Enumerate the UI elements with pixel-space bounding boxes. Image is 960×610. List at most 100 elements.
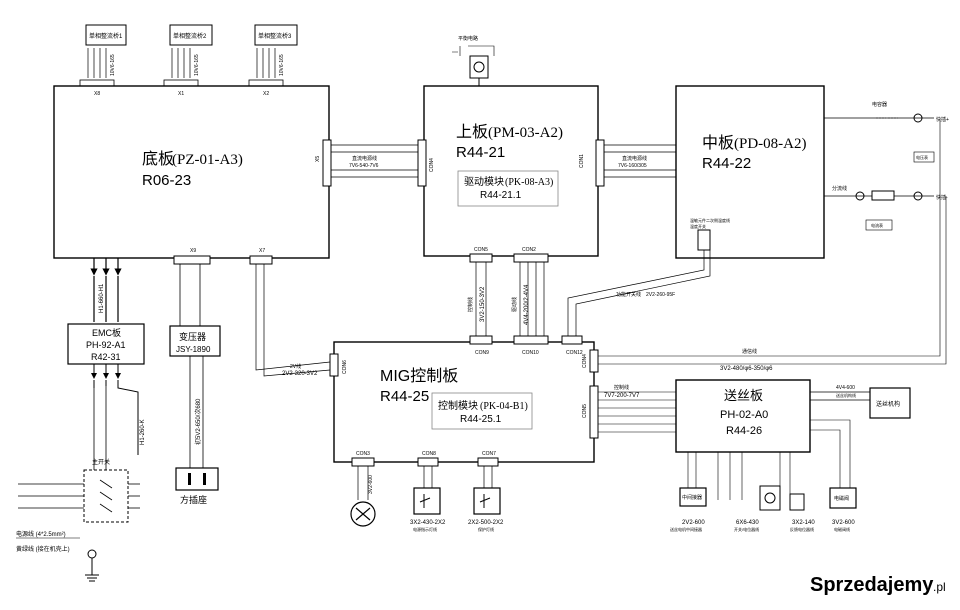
wire-dc2-a: 直流电源线 bbox=[622, 155, 647, 162]
watermark-suffix: .pl bbox=[933, 580, 946, 594]
cap-label: 送丝电机中间接器 bbox=[670, 526, 702, 532]
shunt-label: 分流线 bbox=[832, 185, 847, 192]
svg-text:单相整流桥3: 单相整流桥3 bbox=[258, 32, 292, 40]
pot1-label: 电源指示灯线 bbox=[413, 526, 437, 532]
upper-board-name: 上板 bbox=[456, 123, 488, 141]
wires-wirefeed-bottom bbox=[687, 419, 851, 508]
drive-module-name: 驱动模块 bbox=[464, 176, 504, 188]
svg-text:10V6-165: 10V6-165 bbox=[110, 54, 116, 76]
conn-con7: CON7 bbox=[482, 451, 496, 457]
mig-board-name: MIG控制板 bbox=[380, 367, 458, 385]
voltmeter-label: 电压表 bbox=[916, 154, 928, 160]
conn-con8-block bbox=[417, 457, 439, 467]
upper-board-code: (PM-03-A2) bbox=[488, 125, 563, 141]
drive-module bbox=[457, 170, 559, 207]
wire-dc1-a: 直流电源线 bbox=[352, 155, 377, 162]
base-board-code: (PZ-01-A3) bbox=[172, 152, 243, 168]
wire-v4-600-lbl: 送丝机构线 bbox=[836, 392, 856, 398]
conn-con4: CON4 bbox=[582, 354, 588, 368]
drive-module-code: (PK-08-A3) bbox=[505, 177, 553, 188]
conn-con7-block bbox=[477, 457, 499, 467]
wire-v7-lbl: 控制线 bbox=[614, 384, 629, 391]
wire-v4-200: 4V4-200/2-4V4 bbox=[524, 284, 530, 325]
wire-v7-200: 7V7-200-7V7 bbox=[604, 393, 640, 399]
socket-body bbox=[175, 467, 219, 491]
conn-con12: CON12 bbox=[566, 350, 583, 356]
wire-v3-480-lbl: 通信线 bbox=[742, 348, 757, 355]
conn-x9-block bbox=[173, 255, 211, 265]
top-meter-wires bbox=[452, 45, 495, 56]
mig-board-part: R44-25 bbox=[380, 388, 429, 405]
svg-text:10V6-165: 10V6-165 bbox=[279, 54, 285, 76]
mech-box bbox=[869, 387, 911, 419]
wire-bundle-mig-wirefeed bbox=[598, 391, 676, 433]
wire-con4-right-a bbox=[598, 120, 941, 357]
wire-h1-260: H1-260-K bbox=[140, 419, 146, 445]
gun-neg-label: 快插- bbox=[936, 194, 948, 201]
switch-box bbox=[759, 485, 781, 511]
wire-x7-con6-a bbox=[255, 264, 331, 371]
cap-wire: 2V2-600 bbox=[682, 520, 705, 526]
switch-wire: 6X6-430 bbox=[736, 520, 759, 526]
top-meter-label: 平衡电路 bbox=[458, 35, 478, 42]
wire-v3-480: 3V2-480/φ6-350/φ6 bbox=[720, 366, 773, 372]
wire-v2-320: 2V2-320-3V2 bbox=[282, 371, 318, 377]
gun-neg-terminal bbox=[913, 191, 923, 201]
conn-x7-block bbox=[249, 255, 273, 265]
pot2-icon bbox=[479, 494, 491, 508]
middle-board bbox=[675, 85, 825, 259]
conn-con1m: CON1 bbox=[579, 154, 585, 168]
base-board bbox=[53, 85, 330, 259]
emc-output-arrows bbox=[91, 364, 139, 455]
conn-con1m-block-left bbox=[595, 139, 605, 187]
top-meter-icon bbox=[473, 61, 485, 73]
ammeter-box bbox=[865, 219, 893, 231]
pot2-wire: 2X2-500-2X2 bbox=[468, 520, 504, 526]
control-module-part: R44-25.1 bbox=[460, 414, 502, 425]
conn-con5u: CON5 bbox=[474, 247, 488, 253]
wire-dc2-b: 7V6-160/305 bbox=[618, 163, 647, 169]
wire-con4-right-b bbox=[598, 196, 947, 365]
conn-x8: X8 bbox=[94, 91, 100, 97]
transformer-name: 变压器 bbox=[179, 331, 206, 342]
wire-v2-320-lbl: 2V线 bbox=[290, 363, 301, 370]
fan-icon bbox=[350, 501, 376, 527]
conn-con6-block bbox=[329, 353, 339, 377]
conn-con4-block bbox=[589, 349, 599, 373]
wire-transformer: 初5V2-650/次680 bbox=[194, 398, 202, 445]
shunt-resistor bbox=[871, 190, 895, 201]
shunt-terminal bbox=[855, 191, 865, 201]
power-line-label: 电源线 (4*2.5mm²) bbox=[16, 530, 66, 538]
watermark-logo: Sprzedajemy .pl bbox=[806, 568, 956, 598]
valve-wire: 3V2-600 bbox=[832, 520, 855, 526]
wires-mig-bottom bbox=[357, 466, 493, 500]
rectifier-1: 单相整流桥1 10V6-165 bbox=[85, 24, 127, 78]
valve-wire-label: 电磁阀线 bbox=[834, 526, 850, 532]
pot2-box bbox=[473, 487, 501, 515]
pot3-label: 反馈电位器线 bbox=[790, 526, 814, 532]
middle-board-code: (PD-08-A2) bbox=[734, 136, 807, 152]
base-board-part: R06-23 bbox=[142, 172, 191, 189]
wire-bundle-base-upper bbox=[331, 144, 420, 178]
h1-arrows bbox=[90, 258, 122, 322]
watermark-text: Sprzedajemy bbox=[810, 574, 934, 596]
gun-pos-terminal bbox=[913, 113, 923, 123]
conn-con10-block bbox=[513, 335, 549, 345]
wire-v2-260: 2V2-260-95F bbox=[646, 292, 675, 298]
conn-x2: X2 bbox=[263, 91, 269, 97]
emc-board-code: PH-92-A1 bbox=[86, 340, 126, 350]
valve-label: 电磁阀 bbox=[834, 495, 849, 502]
fan-blades-icon bbox=[355, 507, 371, 521]
wire-v150: 3V2-150-3V2 bbox=[480, 286, 486, 322]
thermistor-wire bbox=[567, 250, 705, 338]
wires-upper-mig bbox=[475, 262, 545, 338]
base-top-connectors bbox=[79, 79, 284, 87]
emc-board-name: EMC板 bbox=[92, 327, 121, 338]
ammeter-label: 电流表 bbox=[871, 222, 883, 228]
thermistor-note: 温敏元件二次侧温度线 bbox=[690, 217, 730, 223]
emc-board-part: R42-31 bbox=[91, 352, 121, 362]
switch-label: 开关/电位器线 bbox=[734, 526, 759, 532]
ground-terminal bbox=[87, 549, 97, 559]
ground-symbol-icon bbox=[85, 558, 99, 582]
middle-board-part: R44-22 bbox=[702, 155, 751, 172]
